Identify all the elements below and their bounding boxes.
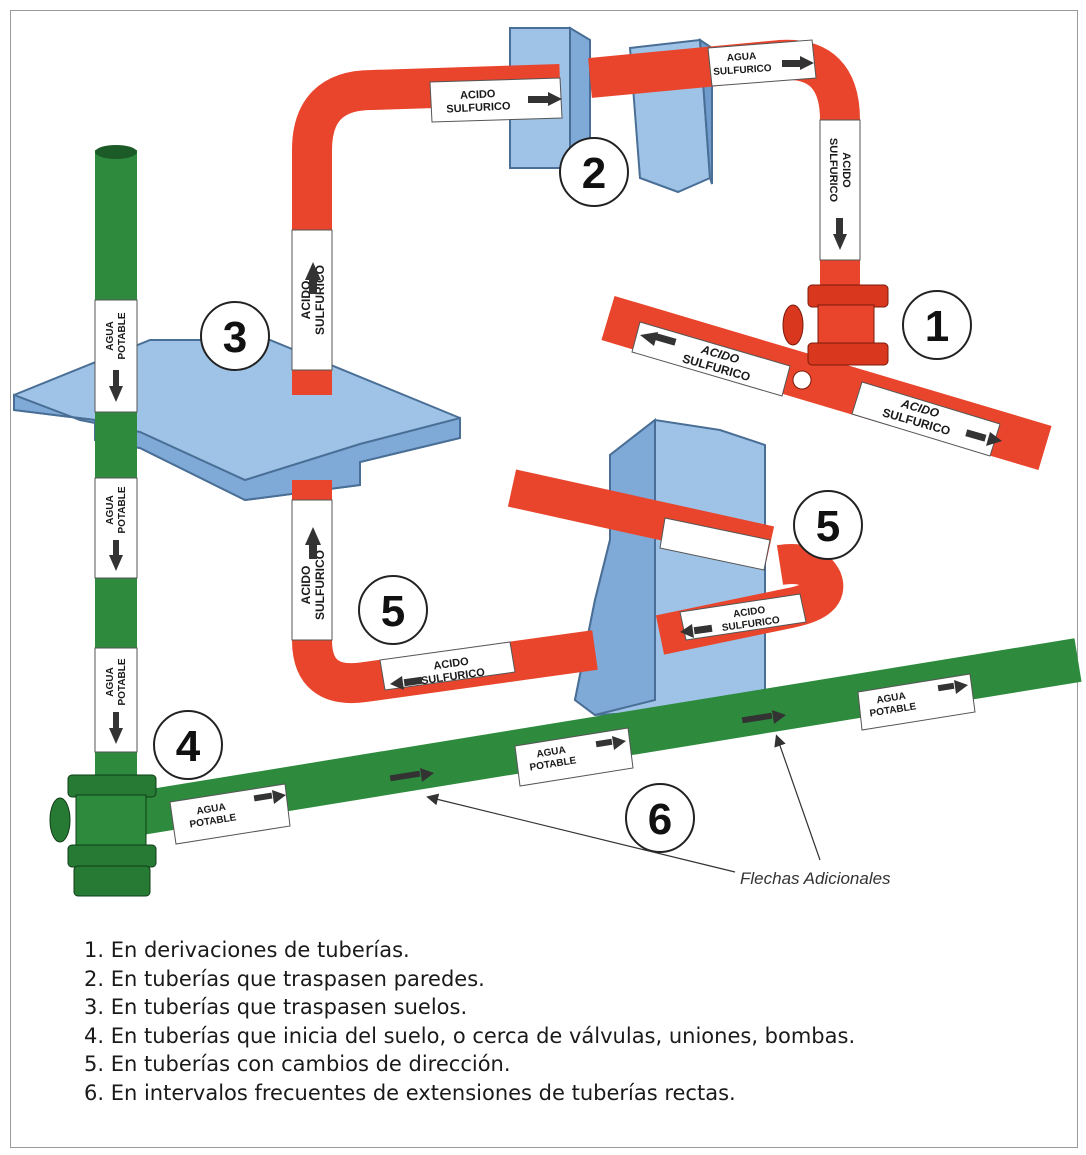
extra-arrows-pointers — [426, 734, 821, 873]
water-label-line1: AGUA — [105, 321, 116, 350]
water-label-line1: AGUA — [196, 802, 227, 817]
acid-label-line1: ACIDO — [299, 566, 313, 605]
legend-item: 4. En tuberías que inicia del suelo, o c… — [84, 1023, 856, 1048]
acid-label-line1: ACIDO — [433, 656, 470, 673]
legend-item: 1. En derivaciones de tuberías. — [84, 938, 410, 962]
valve-4 — [49, 774, 157, 897]
water-pipe-top-end — [95, 145, 137, 159]
acid-label-line2: SULFURICO — [446, 100, 511, 115]
callout-2-number: 2 — [582, 149, 606, 198]
callout-2: 2 — [559, 137, 629, 207]
legend-item: 6. En intervalos frecuentes de extension… — [84, 1080, 736, 1105]
acid-label-line1: ACIDO — [460, 88, 496, 102]
callout-3: 3 — [200, 301, 270, 371]
water-label-line1: AGUA — [105, 495, 116, 524]
pipe-identification-diagram: ACIDO SULFURICO ACIDO SULFURICO ACIDO SU… — [13, 26, 1082, 897]
extra-arrows-label: Flechas Adicionales — [740, 869, 891, 888]
water-label-line2: POTABLE — [117, 312, 128, 359]
water-label-line1: AGUA — [876, 691, 907, 706]
callout-6: 6 — [625, 783, 695, 853]
callout-5-lower-left: 5 — [358, 575, 428, 645]
acid-label-line2: SULFURICO — [313, 550, 327, 620]
water-label-line1: AGUA — [726, 51, 756, 64]
acid-label-line2: SULFURICO — [713, 63, 772, 78]
water-label-line2: POTABLE — [117, 658, 128, 705]
acid-label-line1: ACIDO — [733, 605, 767, 620]
acid-label-line1: ACIDO — [840, 152, 852, 188]
legend-item: 5. En tuberías con cambios de dirección. — [84, 1052, 511, 1076]
water-label-line1: AGUA — [536, 745, 567, 760]
valve-1 — [782, 284, 889, 390]
callout-1: 1 — [902, 290, 972, 360]
legend-list: 1. En derivaciones de tuberías. 2. En tu… — [84, 936, 855, 1107]
callout-4-number: 4 — [176, 722, 201, 771]
acid-flow-arrows — [305, 56, 1002, 690]
callout-5-right: 5 — [793, 490, 863, 560]
wall-5 — [573, 417, 766, 717]
water-label-line2: POTABLE — [117, 486, 128, 533]
acid-label-line2: SULFURICO — [827, 138, 839, 203]
water-label-bands — [94, 299, 976, 845]
callout-4: 4 — [153, 710, 223, 780]
acid-label-bands — [291, 39, 1001, 691]
legend-item: 2. En tuberías que traspasen paredes. — [84, 966, 485, 991]
callout-5-number: 5 — [816, 502, 840, 551]
water-label-line1: AGUA — [105, 667, 116, 696]
callout-5-number: 5 — [381, 587, 405, 636]
callout-6-number: 6 — [648, 795, 672, 844]
water-flow-arrows — [109, 370, 968, 804]
callout-3-number: 3 — [223, 313, 247, 362]
callout-1-number: 1 — [925, 302, 949, 351]
legend-item: 3. En tuberías que traspasen suelos. — [84, 995, 468, 1019]
figure-frame — [10, 10, 1078, 1148]
